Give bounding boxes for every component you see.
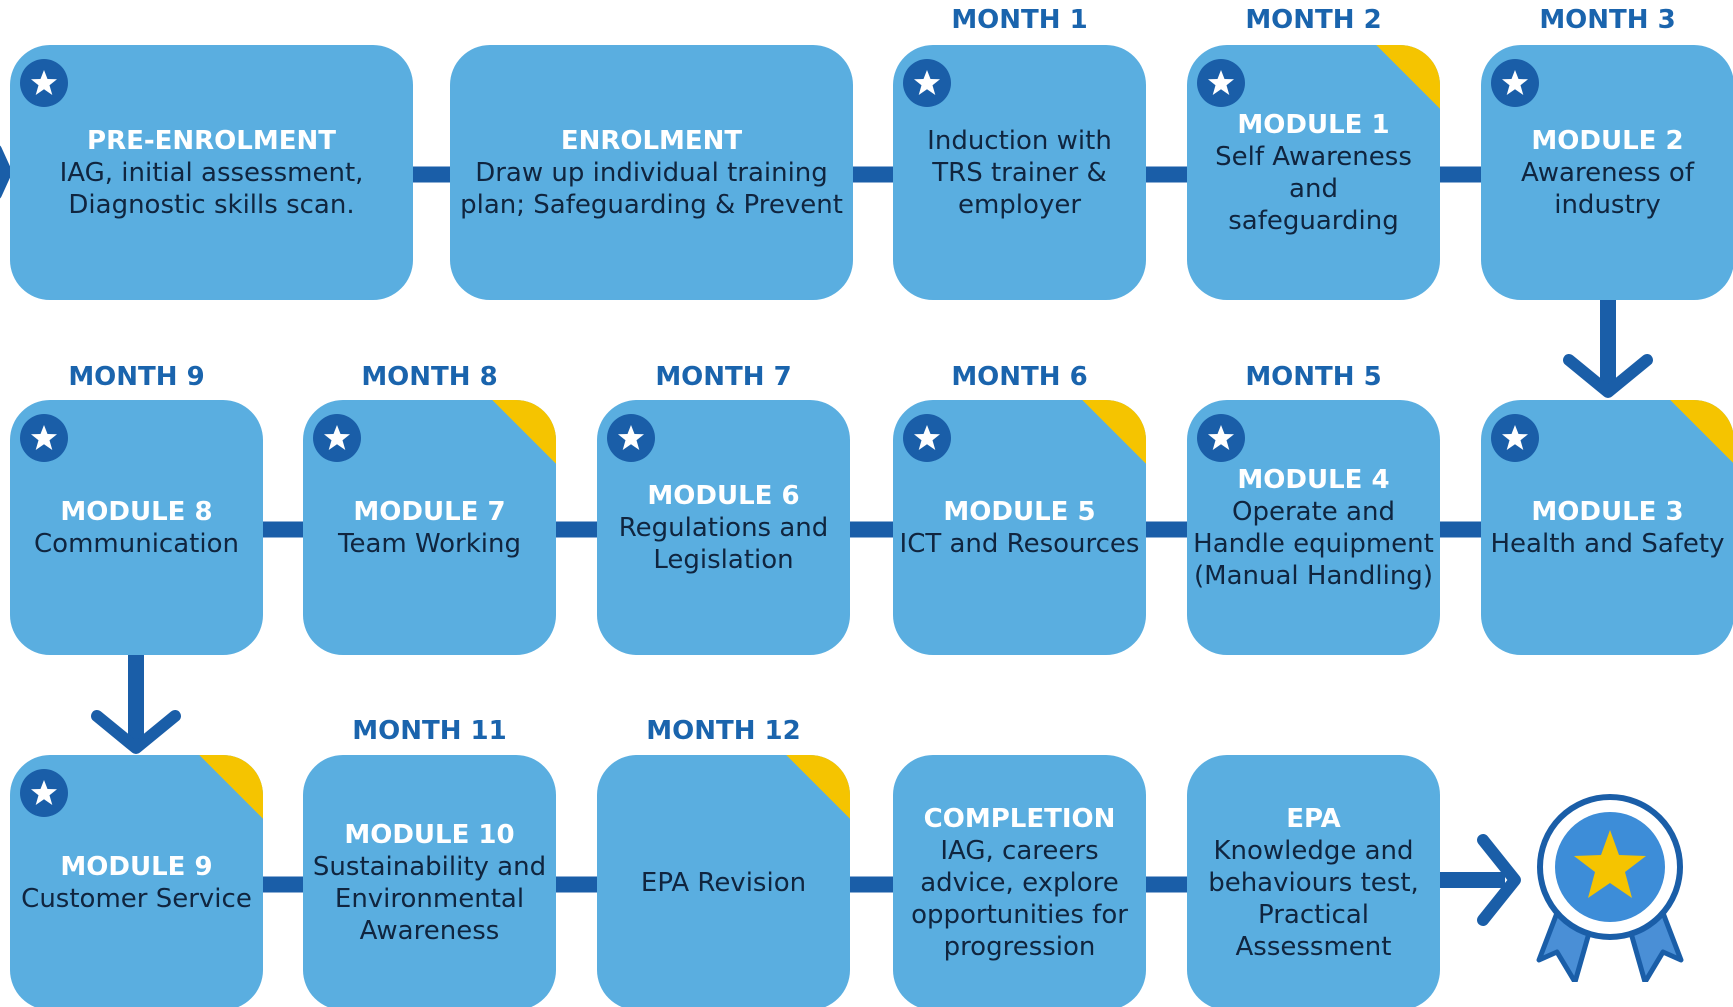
step-body: Self Awareness and safeguarding [1215, 141, 1412, 236]
entry-arrow-icon [0, 145, 12, 199]
step-body: Sustainability and Environmental Awarene… [312, 851, 547, 946]
step-title: PRE-ENROLMENT [87, 125, 336, 156]
step-body: EPA Revision [640, 867, 807, 898]
step-body: Draw up individual training plan; Safegu… [460, 157, 843, 220]
month-label: MONTH 8 [361, 362, 498, 392]
step-title: MODULE 6 [647, 480, 800, 511]
month-label: MONTH 11 [352, 716, 507, 746]
step-title: MODULE 10 [344, 819, 515, 850]
step-title: MODULE 2 [1531, 125, 1684, 156]
month-label: MONTH 3 [1539, 5, 1676, 35]
step-body: Communication [34, 528, 239, 559]
step-title: MODULE 7 [353, 496, 506, 527]
star-badge-icon [1491, 414, 1539, 462]
step-body: Operate and Handle equipment (Manual Han… [1193, 496, 1434, 591]
step-body: IAG, careers advice, explore opportuniti… [911, 835, 1128, 962]
folded-corner [786, 755, 850, 819]
step-title: MODULE 8 [60, 496, 213, 527]
down-arrow-icon [91, 710, 181, 754]
folded-corner [199, 755, 263, 819]
down-arrow-icon [1563, 354, 1653, 398]
star-badge-icon [1197, 414, 1245, 462]
step-body: Regulations and Legislation [618, 512, 829, 575]
right-arrow-icon [1477, 834, 1521, 926]
star-badge-icon [20, 59, 68, 107]
star-badge-icon [20, 414, 68, 462]
folded-corner [1082, 400, 1146, 464]
star-badge-icon [20, 769, 68, 817]
step-title: COMPLETION [923, 803, 1116, 834]
step-card-induction: Induction with TRS trainer & employer [893, 45, 1146, 300]
step-title: MODULE 5 [943, 496, 1096, 527]
star-badge-icon [1197, 59, 1245, 107]
month-label: MONTH 9 [68, 362, 205, 392]
step-body: Induction with TRS trainer & employer [927, 125, 1112, 220]
step-title: MODULE 4 [1237, 464, 1390, 495]
step-text: Induction with TRS trainer & employer [899, 45, 1140, 300]
step-title: MODULE 1 [1237, 109, 1390, 140]
step-text: EPA Revision [603, 755, 844, 1007]
star-badge-icon [313, 414, 361, 462]
month-label: MONTH 12 [646, 716, 801, 746]
step-body: Awareness of industry [1521, 157, 1694, 220]
step-title: ENROLMENT [560, 125, 743, 156]
month-label: MONTH 1 [951, 5, 1088, 35]
medal-star [1574, 830, 1646, 898]
star-badge-icon [903, 59, 951, 107]
folded-corner [492, 400, 556, 464]
award-ribbon-icon [1535, 792, 1685, 986]
month-label: MONTH 5 [1245, 362, 1382, 392]
month-label: MONTH 7 [655, 362, 792, 392]
step-title: MODULE 9 [60, 851, 213, 882]
star-badge-icon [903, 414, 951, 462]
step-body: Team Working [337, 528, 522, 559]
step-body: Customer Service [21, 883, 252, 914]
month-label: MONTH 2 [1245, 5, 1382, 35]
month-label: MONTH 6 [951, 362, 1088, 392]
step-body: Health and Safety [1490, 528, 1725, 559]
step-card-epa-revision: EPA Revision [597, 755, 850, 1007]
star-badge-icon [607, 414, 655, 462]
step-body: Knowledge and behaviours test, Practical… [1208, 835, 1419, 962]
step-title: MODULE 3 [1531, 496, 1684, 527]
folded-corner [1670, 400, 1733, 464]
step-body: ICT and Resources [899, 528, 1140, 559]
star-badge-icon [1491, 59, 1539, 107]
folded-corner [1376, 45, 1440, 109]
step-title: EPA [1286, 803, 1341, 834]
step-body: IAG, initial assessment, Diagnostic skil… [59, 157, 364, 220]
